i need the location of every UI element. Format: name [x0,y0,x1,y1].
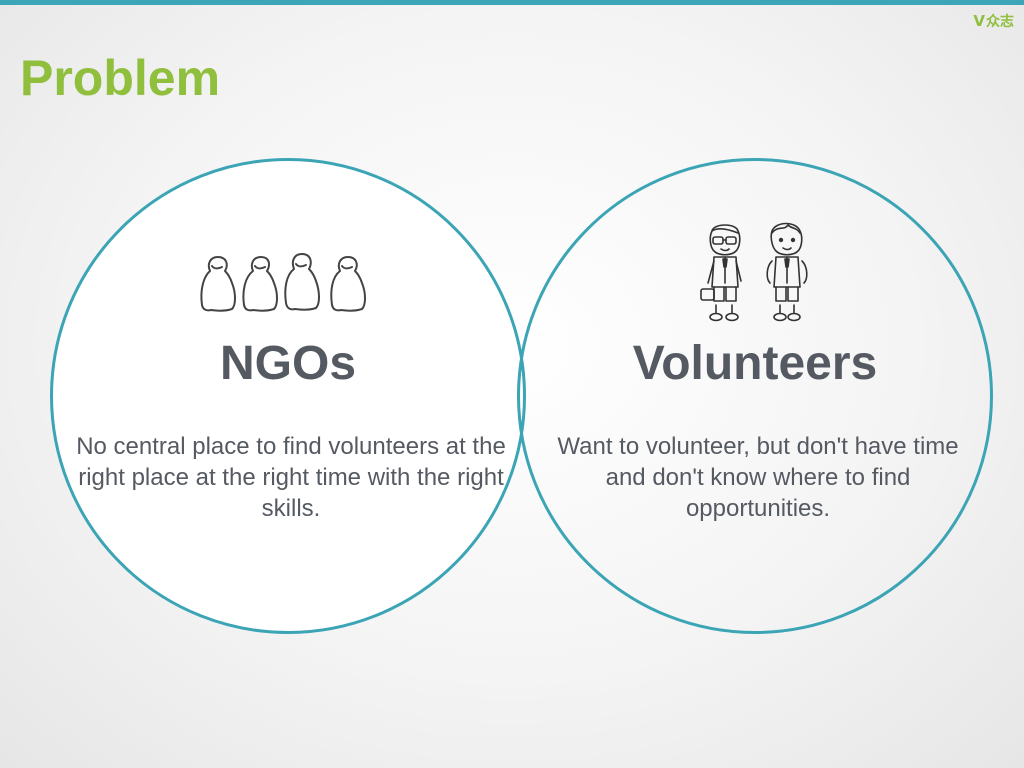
group-of-people-icon [200,253,366,312]
two-kids-icon [700,222,808,322]
ngos-description: No central place to find volunteers at t… [76,433,506,522]
slide-title: Problem [20,50,221,106]
volunteers-heading: Volunteers [632,337,878,390]
brand-logo: V 众志 [973,11,1014,31]
volunteers-description: Want to volunteer, but don't have time a… [557,433,959,522]
logo-mark: V [973,12,985,30]
top-accent-bar [0,0,1024,5]
ngos-heading: NGOs [219,337,357,390]
logo-text: 众志 [986,14,1014,30]
ngos-circle: NGOs No central place to find volunteers… [50,158,526,634]
volunteers-circle: Volunteers Want to volunteer, but don't … [517,158,993,634]
